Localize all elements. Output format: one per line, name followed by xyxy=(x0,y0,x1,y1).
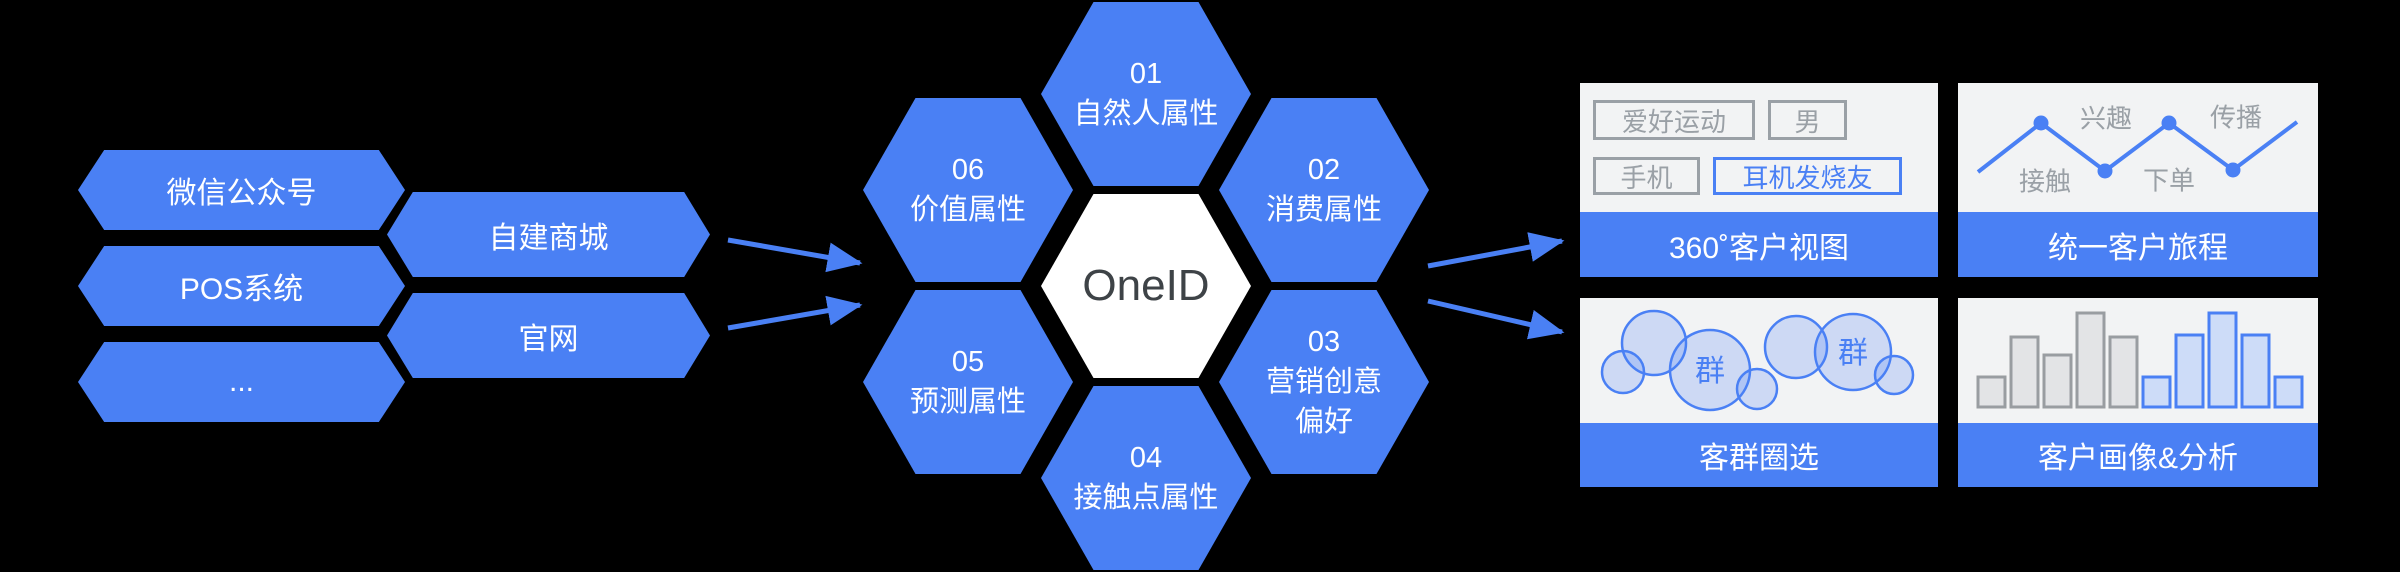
tag-loves-sports: 爱好运动 xyxy=(1593,100,1755,140)
bar-blue xyxy=(2273,375,2304,409)
source-banner-official-site: 官网 xyxy=(387,293,710,378)
source-banner-wechat: 微信公众号 xyxy=(78,150,405,230)
segment-bubble xyxy=(1735,367,1779,411)
hex-label: 预测属性 xyxy=(909,386,1026,418)
bar-blue xyxy=(2174,333,2205,409)
segment-bubble xyxy=(1813,312,1893,392)
hex-number: 06 xyxy=(951,154,985,186)
bar-blue xyxy=(2240,333,2271,409)
hex-number: 04 xyxy=(1129,442,1163,474)
source-banner-label: 官网 xyxy=(518,322,579,356)
hex-prediction-attributes: 05 预测属性 xyxy=(863,290,1073,474)
hex-label: 偏好 xyxy=(1294,406,1353,438)
tag-mobile-phone: 手机 xyxy=(1593,157,1700,195)
journey-stage-label: 兴趣 xyxy=(2079,103,2133,134)
journey-stage-label: 传播 xyxy=(2209,102,2263,133)
segment-bubble xyxy=(1873,354,1915,396)
journey-stage-label: 下单 xyxy=(2142,165,2196,196)
segment-bubble xyxy=(1763,314,1829,380)
source-banner-label: 微信公众号 xyxy=(166,177,317,210)
bubble-label: 群 xyxy=(1838,337,1868,370)
source-banner-label: ... xyxy=(228,365,254,398)
card-360-customer-view: 爱好运动 男 手机 耳机发烧友 360˚客户视图 xyxy=(1580,83,1938,277)
bubble-label: 群 xyxy=(1695,355,1725,388)
journey-dot xyxy=(2097,163,2113,179)
profile-bar-chart xyxy=(1976,311,2304,409)
journey-dot xyxy=(2033,115,2049,131)
journey-dot xyxy=(2225,162,2241,178)
journey-stage-label: 接触 xyxy=(2018,166,2072,197)
flow-arrow xyxy=(727,295,863,331)
hex-label: 价值属性 xyxy=(909,194,1026,226)
source-banner-more: ... xyxy=(78,342,405,422)
flow-arrow xyxy=(1427,298,1565,340)
bar-gray xyxy=(2042,353,2073,409)
hex-label: 消费属性 xyxy=(1265,194,1382,226)
segment-bubble-chart: 群群 xyxy=(1600,309,1915,412)
hex-number: 05 xyxy=(951,346,985,378)
bar-blue xyxy=(2207,311,2238,409)
card-profile-analysis: 客户画像&分析 xyxy=(1958,298,2318,487)
tag-male: 男 xyxy=(1768,100,1847,140)
card-title-profile: 客户画像&分析 xyxy=(1958,423,2318,487)
source-banner-pos: POS系统 xyxy=(78,246,405,326)
hex-marketing-creative-preference: 03 营销创意 偏好 xyxy=(1219,290,1429,474)
source-banner-label: POS系统 xyxy=(179,273,304,306)
oneid-label: OneID xyxy=(1082,261,1210,310)
card-title-segmentation: 客群圈选 xyxy=(1580,423,1938,487)
journey-dot xyxy=(2161,115,2177,131)
bar-gray xyxy=(1976,375,2007,409)
flow-arrow xyxy=(1427,232,1565,269)
hex-oneid-core: OneID xyxy=(1041,194,1251,378)
hex-label: 自然人属性 xyxy=(1073,98,1219,130)
hex-consumption-attributes: 02 消费属性 xyxy=(1219,98,1429,282)
card-title-360-view: 360˚客户视图 xyxy=(1580,212,1938,277)
hex-number: 01 xyxy=(1129,58,1163,90)
bar-gray xyxy=(2009,335,2040,409)
bar-gray xyxy=(2075,311,2106,409)
source-banner-own-mall: 自建商城 xyxy=(387,192,710,277)
hex-label: 接触点属性 xyxy=(1073,482,1219,514)
journey-line-chart xyxy=(1976,115,2299,179)
tag-headphone-enthusiast: 耳机发烧友 xyxy=(1713,157,1902,195)
journey-line xyxy=(1976,120,2299,174)
card-unified-customer-journey: 接触 兴趣下单 传播 统一客户旅程 xyxy=(1958,83,2318,277)
source-banner-label: 自建商城 xyxy=(488,221,609,255)
hex-natural-person-attributes: 01 自然人属性 xyxy=(1041,2,1251,186)
card-title-journey: 统一客户旅程 xyxy=(1958,212,2318,277)
hex-number: 02 xyxy=(1307,154,1341,186)
hex-number: 03 xyxy=(1307,326,1341,358)
flow-arrow xyxy=(727,237,863,273)
card-audience-segmentation: 群群 客群圈选 xyxy=(1580,298,1938,487)
hex-value-attributes: 06 价值属性 xyxy=(863,98,1073,282)
bar-blue xyxy=(2141,375,2172,409)
segment-bubble xyxy=(1620,309,1688,377)
hex-touchpoint-attributes: 04 接触点属性 xyxy=(1041,386,1251,570)
bar-gray xyxy=(2108,335,2139,409)
journey-stage-labels: 接触 兴趣下单 传播 xyxy=(1958,83,2318,212)
hex-label: 营销创意 xyxy=(1265,366,1382,398)
